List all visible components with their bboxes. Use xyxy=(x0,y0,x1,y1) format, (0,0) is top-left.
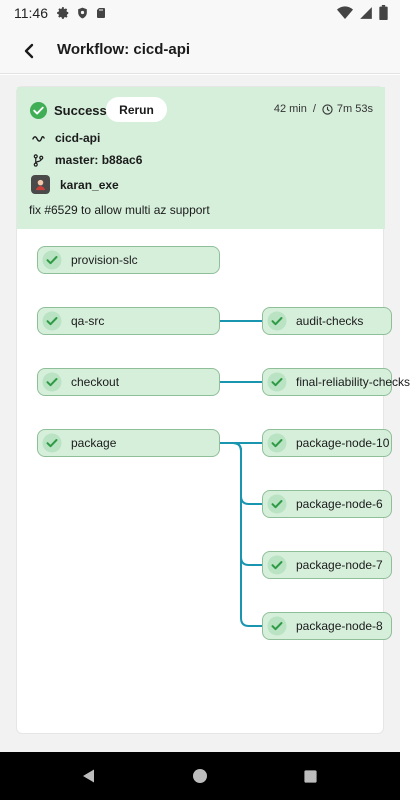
system-nav-bar xyxy=(0,752,400,800)
status-bar: 11:46 xyxy=(0,0,400,26)
job-success-icon xyxy=(267,616,287,636)
battery-icon xyxy=(379,5,388,21)
nav-back-button[interactable] xyxy=(77,764,101,788)
job-label: package-node-6 xyxy=(296,497,383,511)
recents-square-icon xyxy=(303,769,317,783)
workflow-card: Success Rerun 42 min / 7m 53s cicd-api m… xyxy=(16,86,410,735)
branch-icon xyxy=(33,153,43,167)
job-label: package-node-7 xyxy=(296,558,383,572)
avatar xyxy=(31,175,50,194)
repo-icon xyxy=(31,136,45,142)
job-success-icon xyxy=(267,555,287,575)
job-node-package-node-6[interactable]: package-node-6 xyxy=(262,490,392,518)
job-node-final-reliability-checks[interactable]: final-reliability-checks xyxy=(262,368,410,396)
job-label: package-node-8 xyxy=(296,619,383,633)
job-label: package-node-10 xyxy=(296,436,390,450)
branch-row: master: b88ac6 xyxy=(31,153,142,167)
chevron-left-icon xyxy=(24,43,34,59)
connector-package-node-8 xyxy=(220,442,263,627)
nav-recents-button[interactable] xyxy=(298,764,322,788)
page-title: Workflow: cicd-api xyxy=(57,41,191,58)
duration-total: 7m 53s xyxy=(336,103,373,115)
job-connectors xyxy=(220,320,263,627)
job-node-package-node-8[interactable]: package-node-8 xyxy=(262,612,392,640)
duration-info: 42 min / 7m 53s xyxy=(274,103,373,115)
status-time: 11:46 xyxy=(14,5,48,21)
workflow-summary: Success Rerun 42 min / 7m 53s cicd-api m… xyxy=(17,87,385,229)
app-bar: Workflow: cicd-api xyxy=(0,26,400,74)
job-success-icon xyxy=(267,372,287,392)
job-node-qa-src[interactable]: qa-src xyxy=(37,307,220,335)
job-node-package[interactable]: package xyxy=(37,429,220,457)
job-node-provision-slc[interactable]: provision-slc xyxy=(37,246,220,274)
branch-commit: master: b88ac6 xyxy=(55,153,143,167)
user-avatar-icon xyxy=(35,179,46,191)
rerun-button[interactable]: Rerun xyxy=(106,97,167,122)
signal-icon xyxy=(360,6,372,19)
clock-icon xyxy=(322,103,333,115)
status-label: Success xyxy=(54,103,107,118)
job-success-icon xyxy=(42,311,62,331)
wifi-icon xyxy=(337,5,353,19)
job-label: provision-slc xyxy=(71,253,138,267)
user-name: karan_exe xyxy=(60,177,119,192)
job-node-package-node-10[interactable]: package-node-10 xyxy=(262,429,392,457)
job-node-package-node-7[interactable]: package-node-7 xyxy=(262,551,392,579)
home-circle-icon xyxy=(193,769,207,783)
nav-home-button[interactable] xyxy=(188,764,212,788)
back-triangle-icon xyxy=(83,769,94,783)
success-check-icon xyxy=(29,101,48,120)
workflow-graph: provision-slc qa-src audit-checks checko… xyxy=(17,229,410,735)
gear-icon xyxy=(57,7,69,19)
duration-separator: / xyxy=(312,103,316,115)
repo-name: cicd-api xyxy=(55,131,101,145)
job-node-checkout[interactable]: checkout xyxy=(37,368,220,396)
user-row: karan_exe xyxy=(31,175,119,194)
job-label: final-reliability-checks xyxy=(296,375,410,389)
job-success-icon xyxy=(42,372,62,392)
duration-minutes: 42 min xyxy=(273,103,307,115)
status-notification-icons xyxy=(56,6,107,20)
job-label: checkout xyxy=(71,375,120,389)
job-success-icon xyxy=(267,433,287,453)
job-label: package xyxy=(71,436,117,450)
job-label: qa-src xyxy=(71,314,105,328)
repo-row: cicd-api xyxy=(31,131,100,145)
job-success-icon xyxy=(42,250,62,270)
job-success-icon xyxy=(267,311,287,331)
status-system-icons xyxy=(337,5,388,21)
job-node-audit-checks[interactable]: audit-checks xyxy=(262,307,392,335)
job-success-icon xyxy=(42,433,62,453)
commit-message: fix #6529 to allow multi az support xyxy=(29,203,210,217)
job-label: audit-checks xyxy=(296,314,364,328)
back-button[interactable] xyxy=(14,36,44,66)
shield-icon xyxy=(78,7,87,19)
job-success-icon xyxy=(267,494,287,514)
sd-card-icon xyxy=(97,8,105,18)
